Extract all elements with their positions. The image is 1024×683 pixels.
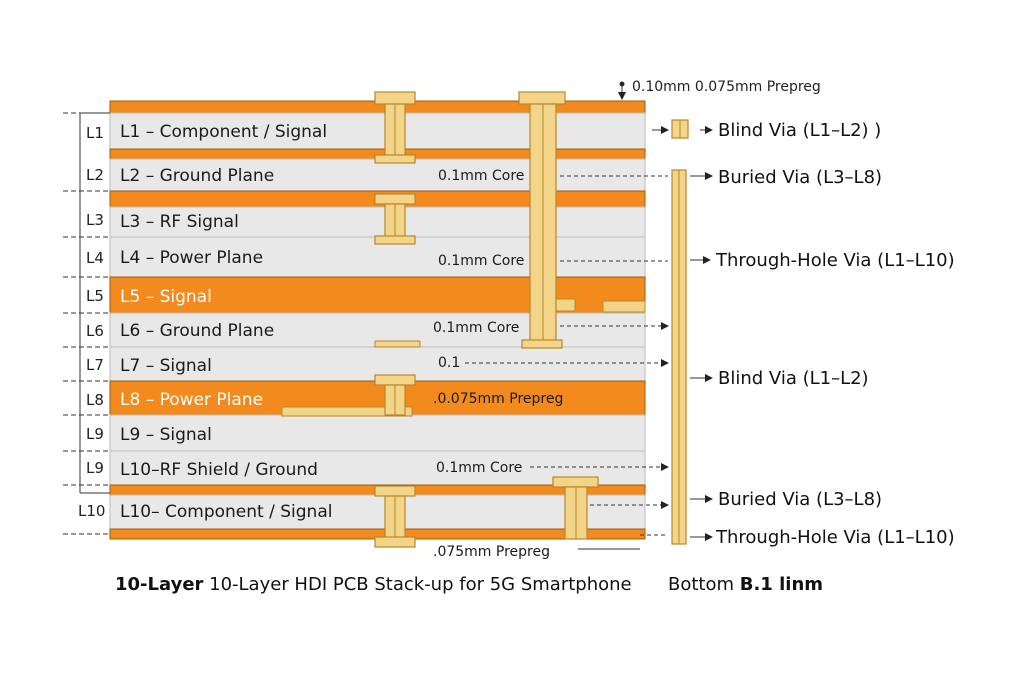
- side-num-l6: L6: [86, 322, 104, 340]
- pad-l5: [602, 300, 646, 313]
- callout-blind-via-2: Blind Via (L1–L2): [718, 368, 869, 389]
- callout-buried-via-1: Buried Via (L3–L8): [718, 167, 882, 188]
- side-num-l2: L2: [86, 166, 104, 184]
- side-num-l3: L3: [86, 211, 104, 229]
- core-label-l7: 0.1: [438, 355, 460, 371]
- via-callouts: Blind Via (L1–L2) ) Buried Via (L3–L8) T…: [715, 120, 955, 548]
- callout-buried-via-2: Buried Via (L3–L8): [718, 489, 882, 510]
- layer-label-l3: L3 – RF Signal: [120, 212, 239, 232]
- top-note: 0.10mm 0.075mm Prepreg: [632, 79, 821, 95]
- side-num-l1: L1: [86, 124, 104, 142]
- layer-label-l5: L5 – Signal: [120, 287, 212, 307]
- side-numbers: L1 L2 L3 L4 L5 L6 L7 L8 L9 L9 L10: [78, 124, 105, 520]
- side-num-l4: L4: [86, 249, 104, 267]
- side-num-l10: L10: [78, 502, 105, 520]
- layer-l10: [109, 494, 646, 530]
- side-num-l8: L8: [86, 391, 104, 409]
- callout-blind-via-1: Blind Via (L1–L2) ): [718, 120, 881, 141]
- left-bracket: [63, 112, 110, 535]
- layer-label-l6: L6 – Ground Plane: [120, 321, 274, 341]
- pad-l6: [374, 340, 421, 348]
- buried-via-mid: [374, 193, 416, 245]
- layer-labels: L1 – Component / Signal L2 – Ground Plan…: [120, 122, 332, 522]
- caption-main: 10-Layer HDI PCB Stack-up for 5G Smartph…: [203, 574, 631, 595]
- blind-via-top: [374, 91, 416, 164]
- pad-l5-left: [554, 298, 576, 312]
- blind-via-bottom: [374, 485, 416, 548]
- side-num-l9b: L9: [86, 459, 104, 477]
- core-label-l4: 0.1mm Core: [438, 253, 524, 269]
- through-hole-via: [518, 91, 566, 349]
- layer-l9: [109, 414, 646, 452]
- buried-via-bottom-right: [552, 476, 599, 540]
- side-num-l9: L9: [86, 425, 104, 443]
- layer-label-l2: L2 – Ground Plane: [120, 166, 274, 186]
- caption-bold: 10-Layer: [115, 574, 204, 595]
- core-label-l8: .0.075mm Prepreg: [433, 391, 563, 407]
- via-legend-graphics: [671, 119, 689, 545]
- diagram-caption: 10-Layer 10-Layer HDI PCB Stack-up for 5…: [115, 574, 632, 595]
- side-num-l7: L7: [86, 356, 104, 374]
- caption-bottom-bold: B.1 linm: [740, 574, 823, 595]
- leader-lines: [465, 81, 713, 550]
- side-num-l5: L5: [86, 287, 104, 305]
- core-labels: 0.1mm Core 0.1mm Core 0.1mm Core 0.1 .0.…: [433, 168, 563, 560]
- layer-label-l9: L9 – Signal: [120, 425, 212, 445]
- caption-bottom-note: Bottom B.1 linm: [668, 574, 823, 595]
- caption-bottom: Bottom: [668, 574, 740, 595]
- vias: [374, 91, 599, 548]
- callout-through-hole-via-2: Through-Hole Via (L1–L10): [715, 527, 955, 548]
- core-label-l10b: 0.1mm Core: [436, 460, 522, 476]
- layer-label-l8: L8 – Power Plane: [120, 390, 263, 410]
- layer-label-l1: L1 – Component / Signal: [120, 122, 327, 142]
- layer-label-l10: L10– Component / Signal: [120, 502, 332, 522]
- layer-label-l7: L7 – Signal: [120, 356, 212, 376]
- callout-through-hole-via-1: Through-Hole Via (L1–L10): [715, 250, 955, 271]
- trace-l8: [281, 406, 413, 417]
- core-label-bottom: .075mm Prepreg: [433, 544, 550, 560]
- buried-via-l8: [374, 374, 416, 416]
- core-label-l2: 0.1mm Core: [438, 168, 524, 184]
- layer-label-l4: L4 – Power Plane: [120, 248, 263, 268]
- layer-label-l10-shield: L10–RF Shield / Ground: [120, 460, 318, 480]
- core-label-l6: 0.1mm Core: [433, 320, 519, 336]
